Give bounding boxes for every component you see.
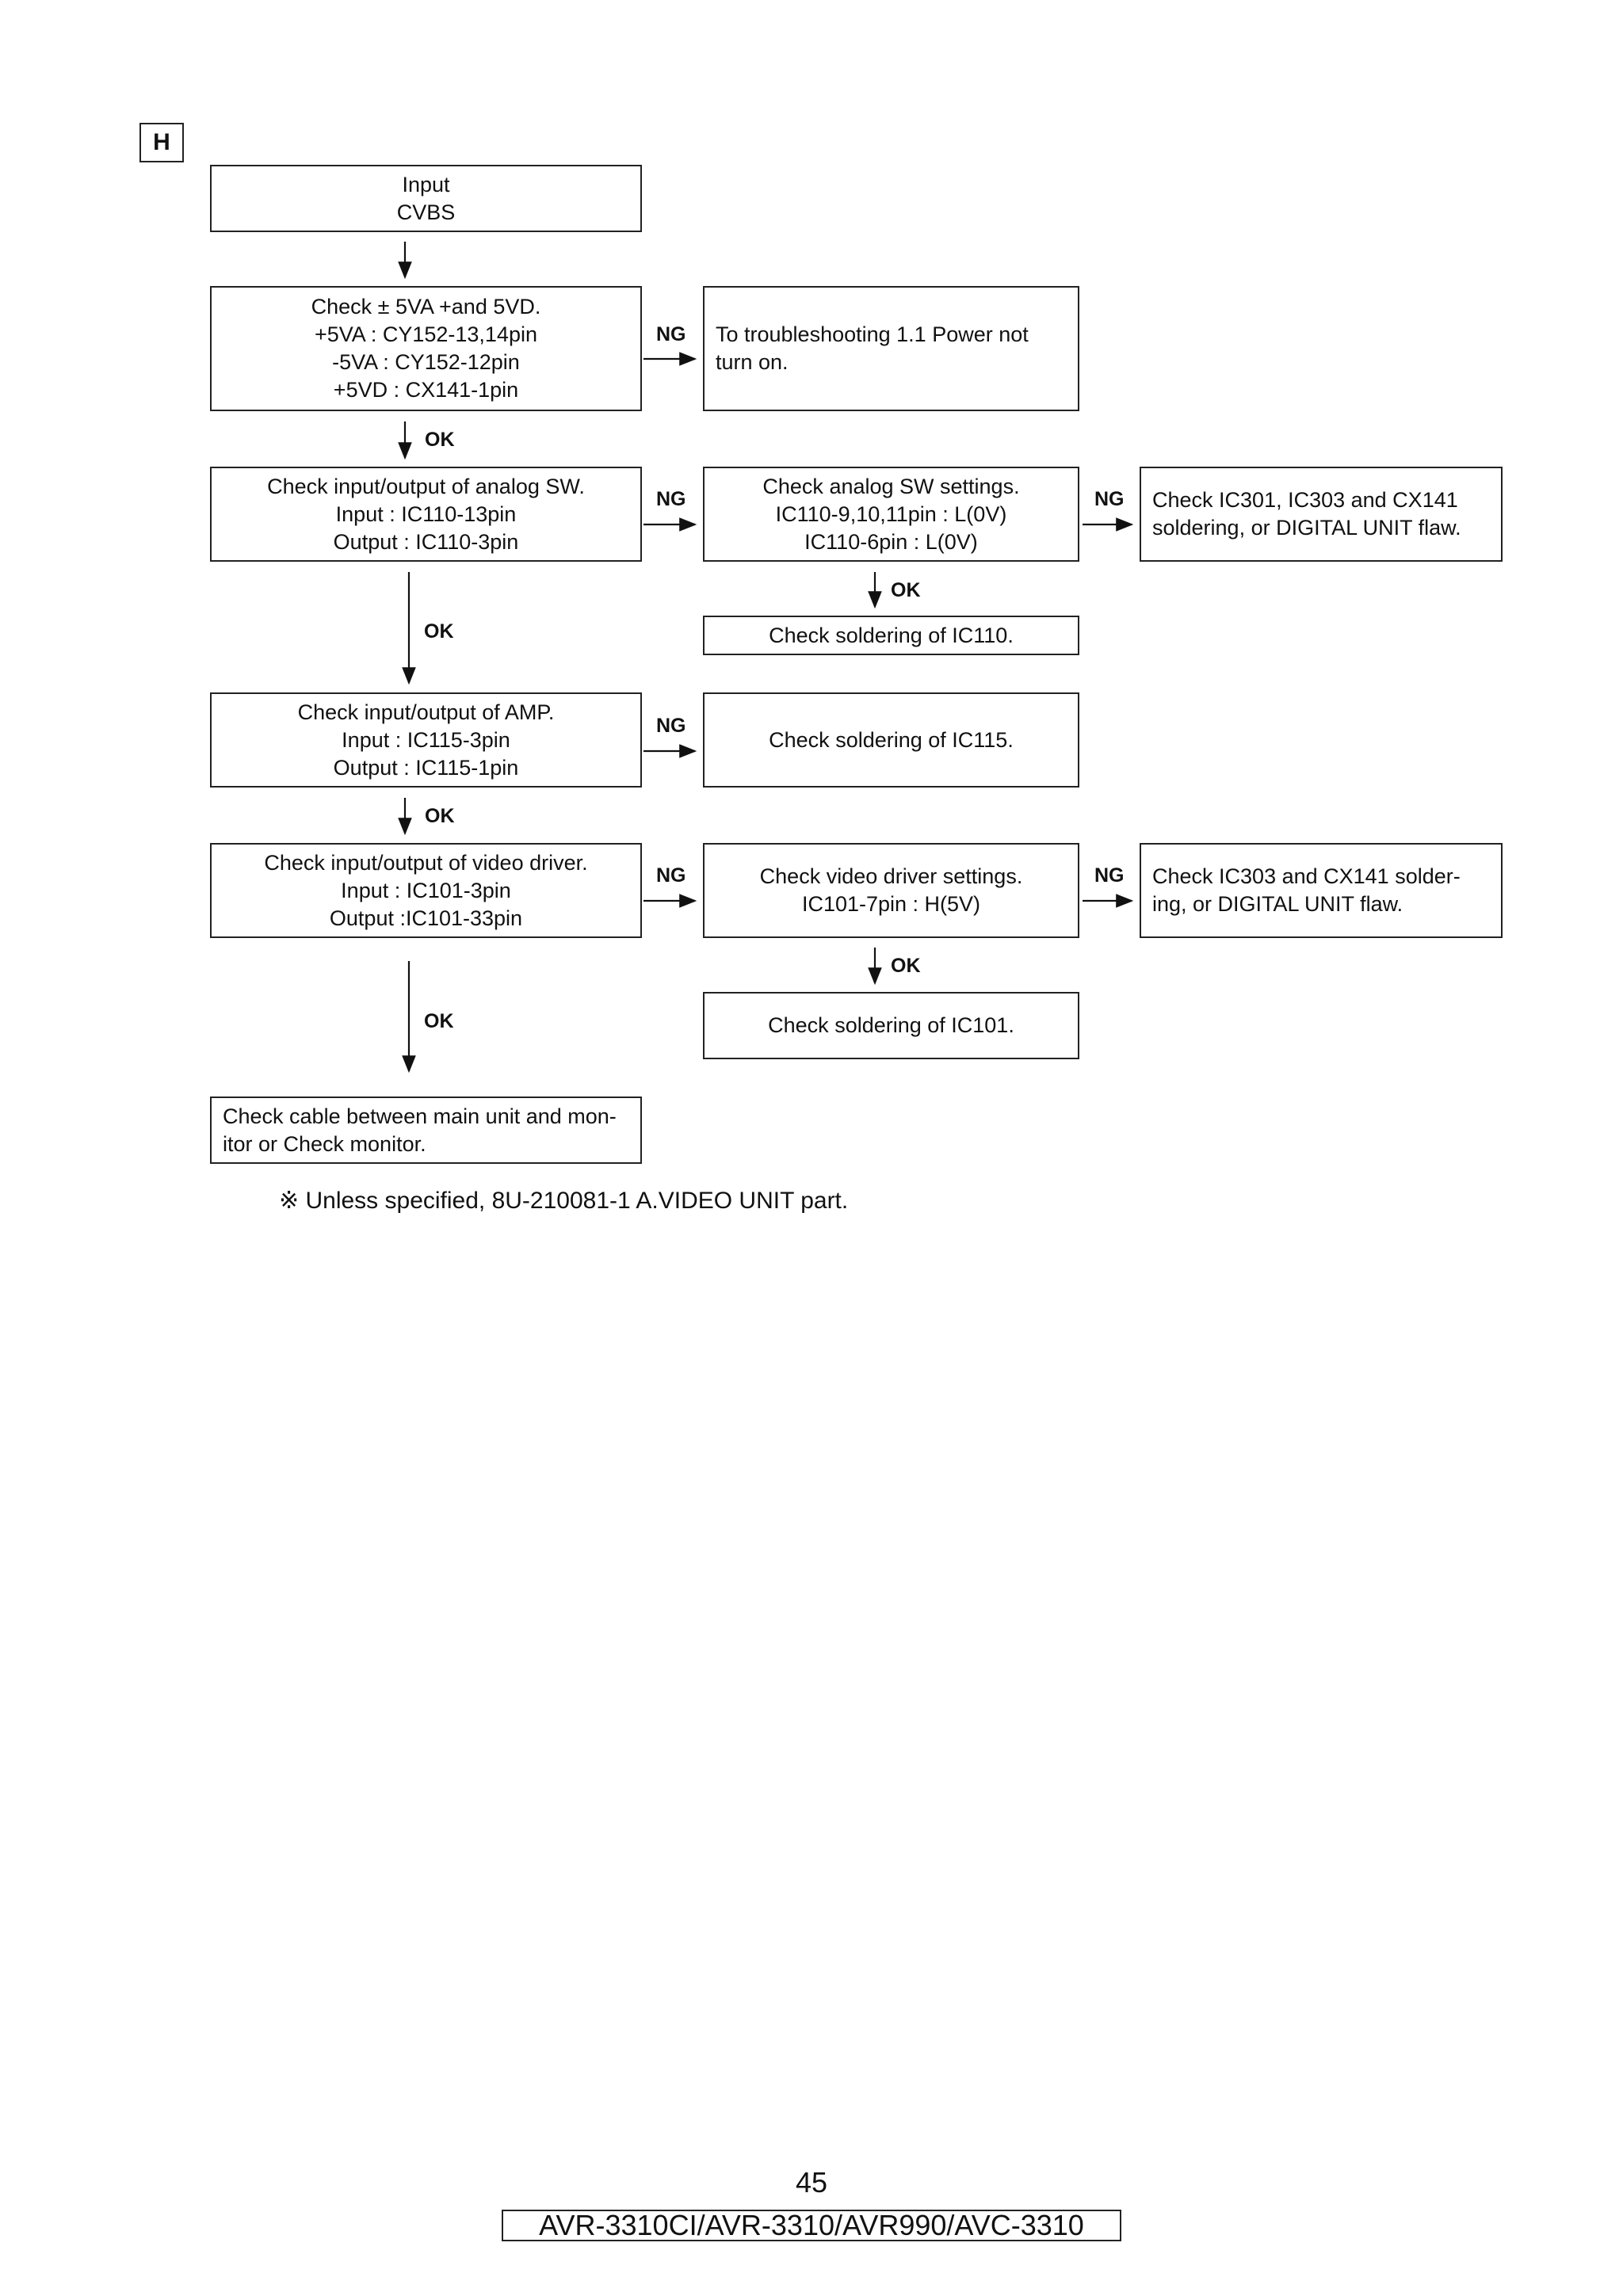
analog-sw-box: Check input/output of analog SW. Input :… xyxy=(210,467,642,562)
box-line: IC101-7pin : H(5V) xyxy=(801,892,981,916)
box-line: soldering, or DIGITAL UNIT flaw. xyxy=(1152,516,1461,540)
box-line: Output : IC110-3pin xyxy=(333,529,519,554)
box-line: Check input/output of AMP. xyxy=(297,700,555,724)
box-line: Check ± 5VA +and 5VD. xyxy=(311,295,541,318)
ng-label: NG xyxy=(656,864,686,887)
soldering-ic101-box: Check soldering of IC101. xyxy=(703,992,1079,1059)
box-line: +5VA : CY152-13,14pin xyxy=(315,322,537,346)
cable-check-box: Check cable between main unit and mon- i… xyxy=(210,1097,642,1164)
box-line: Check soldering of IC101. xyxy=(768,1013,1014,1037)
video-driver-box: Check input/output of video driver. Inpu… xyxy=(210,843,642,938)
box-line: Check video driver settings. xyxy=(759,864,1023,888)
page-number: 45 xyxy=(795,2166,828,2199)
model-name: AVR-3310CI/AVR-3310/AVR990/AVC-3310 xyxy=(502,2210,1121,2241)
box-line: Check cable between main unit and mon- xyxy=(223,1104,617,1128)
amp-box: Check input/output of AMP. Input : IC115… xyxy=(210,692,642,788)
box-line: IC110-9,10,11pin : L(0V) xyxy=(775,502,1007,526)
analog-sw-settings-box: Check analog SW settings. IC110-9,10,11p… xyxy=(703,467,1079,562)
box-line: CVBS xyxy=(396,200,456,224)
section-label: H xyxy=(139,123,184,162)
footnote: ※ Unless specified, 8U-210081-1 A.VIDEO … xyxy=(279,1188,849,1214)
box-line: -5VA : CY152-12pin xyxy=(332,350,520,374)
box-line: Check input/output of video driver. xyxy=(264,850,588,875)
box-line: Check soldering of IC110. xyxy=(769,623,1014,647)
box-line: +5VD : CX141-1pin xyxy=(333,378,519,402)
ok-label: OK xyxy=(891,955,921,977)
ok-label: OK xyxy=(891,579,921,601)
check-power-box: Check ± 5VA +and 5VD. +5VA : CY152-13,14… xyxy=(210,286,642,411)
ng-label: NG xyxy=(656,715,686,737)
soldering-ic110-box: Check soldering of IC110. xyxy=(703,616,1079,655)
box-line: Input : IC110-13pin xyxy=(335,502,517,526)
soldering-ic115-box: Check soldering of IC115. xyxy=(703,692,1079,788)
box-line: Check IC301, IC303 and CX141 xyxy=(1152,488,1458,512)
ok-label: OK xyxy=(424,620,454,643)
box-line: turn on. xyxy=(716,350,789,374)
box-line: To troubleshooting 1.1 Power not xyxy=(716,322,1029,346)
analog-sw-ng-box: Check IC301, IC303 and CX141 soldering, … xyxy=(1140,467,1503,562)
ok-label: OK xyxy=(425,805,455,827)
box-line: Input : IC115-3pin xyxy=(342,727,510,752)
power-ng-box: To troubleshooting 1.1 Power not turn on… xyxy=(703,286,1079,411)
box-line: Input : IC101-3pin xyxy=(341,878,511,902)
box-line: Output :IC101-33pin xyxy=(329,906,523,930)
box-line: Check analog SW settings. xyxy=(762,474,1020,498)
box-line: itor or Check monitor. xyxy=(223,1131,426,1156)
box-line: Output : IC115-1pin xyxy=(333,755,519,780)
box-line: ing, or DIGITAL UNIT flaw. xyxy=(1152,892,1403,916)
box-line: Input xyxy=(402,172,450,196)
box-line: Check soldering of IC115. xyxy=(769,727,1014,752)
ok-label: OK xyxy=(425,429,455,451)
ng-label: NG xyxy=(1094,488,1125,510)
video-driver-settings-box: Check video driver settings. IC101-7pin … xyxy=(703,843,1079,938)
ng-label: NG xyxy=(656,323,686,345)
ng-label: NG xyxy=(656,488,686,510)
box-line: Check IC303 and CX141 solder- xyxy=(1152,864,1461,888)
ng-label: NG xyxy=(1094,864,1125,887)
ok-label: OK xyxy=(424,1010,454,1032)
box-line: IC110-6pin : L(0V) xyxy=(804,529,978,554)
input-cvbs-box: Input CVBS xyxy=(210,165,642,232)
video-driver-ng-box: Check IC303 and CX141 solder- ing, or DI… xyxy=(1140,843,1503,938)
box-line: Check input/output of analog SW. xyxy=(267,474,585,498)
